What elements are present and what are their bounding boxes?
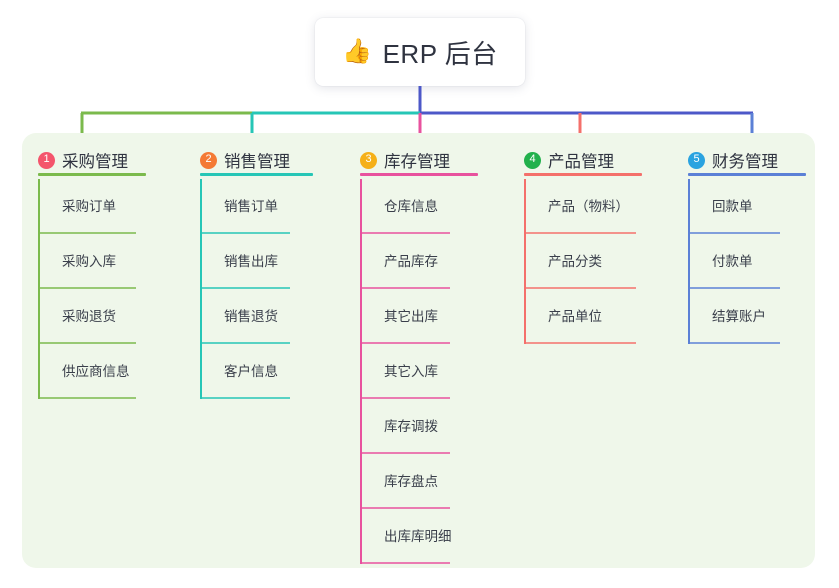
root-node-card[interactable]: 👍 ERP 后台 xyxy=(315,18,525,86)
tree-item-underline xyxy=(38,287,136,289)
tree-spine-line xyxy=(688,234,690,289)
tree-spine-line xyxy=(360,289,362,344)
tree-spine-line xyxy=(38,234,40,289)
tree-item-label: 销售退货 xyxy=(224,309,278,324)
column-header-财务管理[interactable]: 5 财务管理 xyxy=(688,148,778,172)
tree-spine-line xyxy=(38,179,40,234)
tree-item-underline xyxy=(360,562,450,564)
tree-item-underline xyxy=(524,287,636,289)
tree-spine-line xyxy=(200,234,202,289)
tree-item-label: 出库库明细 xyxy=(384,529,452,544)
tree-spine-line xyxy=(360,344,362,399)
tree-item-underline xyxy=(360,397,450,399)
tree-item-underline xyxy=(360,342,450,344)
column-header-underline xyxy=(200,173,313,176)
tree-item-underline xyxy=(38,342,136,344)
tree-item-label: 其它出库 xyxy=(384,309,438,324)
tree-item-underline xyxy=(200,342,290,344)
column-header-销售管理[interactable]: 2 销售管理 xyxy=(200,148,290,172)
tree-item-underline xyxy=(200,397,290,399)
tree-spine-line xyxy=(360,234,362,289)
column-number-badge: 3 xyxy=(360,151,377,169)
tree-item-label: 产品单位 xyxy=(548,309,602,324)
tree-spine-line xyxy=(200,179,202,234)
tree-item-underline xyxy=(200,232,290,234)
root-node-title: 👍 ERP 后台 xyxy=(342,34,498,71)
tree-item-label: 库存调拨 xyxy=(384,419,438,434)
tree-item-label: 库存盘点 xyxy=(384,474,438,489)
tree-spine-line xyxy=(524,289,526,344)
tree-item-underline xyxy=(688,287,780,289)
tree-item-label: 回款单 xyxy=(712,199,753,214)
column-header-产品管理[interactable]: 4 产品管理 xyxy=(524,148,614,172)
tree-spine-line xyxy=(360,454,362,509)
tree-item-label: 供应商信息 xyxy=(62,364,130,379)
column-header-underline xyxy=(360,173,478,176)
tree-spine-line xyxy=(38,344,40,399)
tree-item-underline xyxy=(688,232,780,234)
tree-item-label: 销售出库 xyxy=(224,254,278,269)
tree-spine-line xyxy=(200,344,202,399)
tree-spine-line xyxy=(200,289,202,344)
column-header-采购管理[interactable]: 1 采购管理 xyxy=(38,148,128,172)
tree-item-underline xyxy=(200,287,290,289)
column-title-label: 产品管理 xyxy=(548,153,614,171)
thumbs-up-icon: 👍 xyxy=(342,38,373,65)
root-node-label: ERP 后台 xyxy=(382,38,498,69)
tree-item-underline xyxy=(360,452,450,454)
tree-item-underline xyxy=(688,342,780,344)
tree-item-underline xyxy=(360,232,450,234)
column-header-库存管理[interactable]: 3 库存管理 xyxy=(360,148,450,172)
diagram-panel xyxy=(22,133,815,568)
tree-item-label: 仓库信息 xyxy=(384,199,438,214)
tree-item-label: 客户信息 xyxy=(224,364,278,379)
column-number-badge: 2 xyxy=(200,151,217,169)
tree-spine-line xyxy=(38,289,40,344)
tree-spine-line xyxy=(524,234,526,289)
tree-item-label: 结算账户 xyxy=(712,309,766,324)
tree-spine-line xyxy=(524,179,526,234)
tree-item-label: 付款单 xyxy=(712,254,753,269)
tree-item-label: 采购订单 xyxy=(62,199,116,214)
column-title-label: 销售管理 xyxy=(224,153,290,171)
column-number-badge: 4 xyxy=(524,151,541,169)
tree-spine-line xyxy=(360,509,362,564)
tree-item-label: 采购退货 xyxy=(62,309,116,324)
tree-item-underline xyxy=(38,232,136,234)
column-header-underline xyxy=(688,173,806,176)
column-header-underline xyxy=(38,173,146,176)
tree-item-underline xyxy=(360,507,450,509)
tree-item-label: 采购入库 xyxy=(62,254,116,269)
tree-item-underline xyxy=(524,342,636,344)
tree-item-underline xyxy=(38,397,136,399)
tree-item-label: 产品库存 xyxy=(384,254,438,269)
tree-item-label: 销售订单 xyxy=(224,199,278,214)
tree-item-underline xyxy=(360,287,450,289)
tree-spine-line xyxy=(360,179,362,234)
column-header-underline xyxy=(524,173,642,176)
tree-item-label: 产品（物料） xyxy=(548,199,629,214)
column-number-badge: 5 xyxy=(688,151,705,169)
tree-item-label: 其它入库 xyxy=(384,364,438,379)
tree-spine-line xyxy=(360,399,362,454)
column-title-label: 财务管理 xyxy=(712,153,778,171)
column-title-label: 库存管理 xyxy=(384,153,450,171)
column-title-label: 采购管理 xyxy=(62,153,128,171)
tree-spine-line xyxy=(688,289,690,344)
tree-spine-line xyxy=(688,179,690,234)
tree-item-underline xyxy=(524,232,636,234)
tree-item-label: 产品分类 xyxy=(548,254,602,269)
column-number-badge: 1 xyxy=(38,151,55,169)
